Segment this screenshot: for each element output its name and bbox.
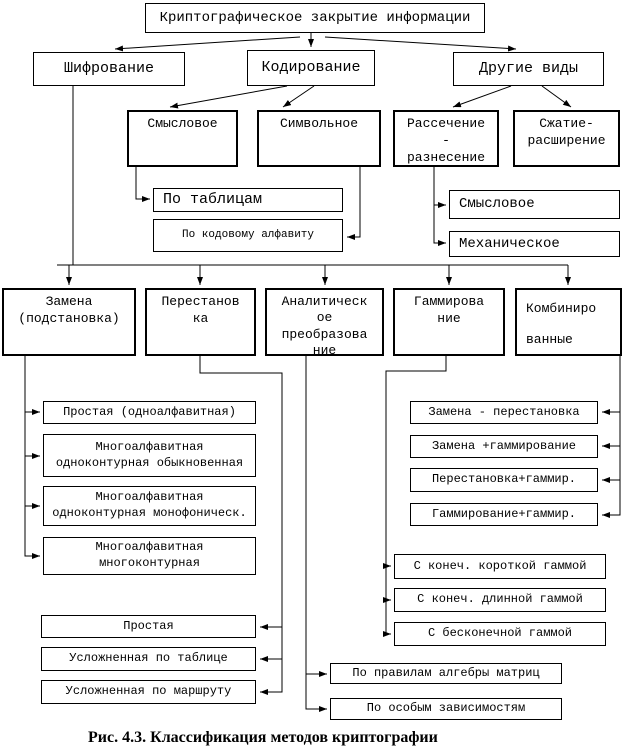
node-shifrovanie: Шифрование	[33, 52, 185, 86]
node-smyslovoe-2: Смысловое	[449, 190, 620, 219]
node-rassechenie-raznesenie: Рассечение - разнесение	[393, 110, 499, 167]
node-beskonechnaya-gamma: С бесконечной гаммой	[394, 622, 606, 646]
node-po-kodovomu-alfavitu: По кодовому алфавиту	[153, 219, 343, 252]
node-zamena-gammirovanie: Замена +гаммирование	[410, 435, 598, 458]
node-szhatie-rasshirenie: Сжатие- расширение	[513, 110, 620, 167]
node-mnogoalfavitnaya-obyknovennaya: Многоалфавитная одноконтурная обыкновенн…	[43, 434, 256, 477]
node-uslozhnennaya-po-marshrutu: Усложненная по маршруту	[41, 680, 256, 704]
node-zamena: Замена (подстановка)	[2, 288, 136, 356]
node-prostaya-odnoalfavitnaya: Простая (одноалфавитная)	[43, 401, 256, 424]
node-mehanicheskoe: Механическое	[449, 231, 620, 257]
node-perestanovka: Перестанов ка	[145, 288, 256, 356]
node-analiticheskoe-preobrazovanie: Аналитическ ое преобразова ние	[265, 288, 384, 358]
node-prostaya: Простая	[41, 615, 256, 638]
node-konechnaya-korotkaya-gamma: С конеч. короткой гаммой	[394, 554, 606, 579]
node-simvolnoe: Символьное	[257, 110, 381, 167]
node-zamena-perestanovka: Замена - перестановка	[410, 401, 598, 424]
node-kodirovanie: Кодирование	[247, 50, 375, 86]
figure-caption: Рис. 4.3. Классификация методов криптогр…	[88, 729, 438, 746]
node-kombinirovannye: Комбиниро ванные	[515, 288, 622, 356]
node-perestanovka-gammirovanie: Перестановка+гаммир.	[410, 468, 598, 492]
node-gammirovanie-gammirovanie: Гаммирование+гаммир.	[410, 503, 598, 526]
node-mnogoalfavitnaya-monofonicheskaya: Многоалфавитная одноконтурная монофониче…	[43, 486, 256, 526]
node-mnogoalfavitnaya-mnogokonturnaya: Многоалфавитная многоконтурная	[43, 537, 256, 575]
node-uslozhnennaya-po-tablice: Усложненная по таблице	[41, 647, 256, 671]
node-konechnaya-dlinnaya-gamma: С конеч. длинной гаммой	[394, 588, 606, 612]
node-drugie-vidy: Другие виды	[453, 52, 604, 86]
node-po-tablicam: По таблицам	[153, 188, 343, 212]
node-root: Криптографическое закрытие информации	[145, 3, 485, 33]
node-po-pravilam-algebry-matric: По правилам алгебры матриц	[330, 663, 562, 684]
node-smyslovoe: Смысловое	[127, 110, 238, 167]
node-gammirovanie: Гаммирова ние	[393, 288, 505, 356]
node-po-osobym-zavisimostyam: По особым зависимостям	[330, 698, 562, 720]
